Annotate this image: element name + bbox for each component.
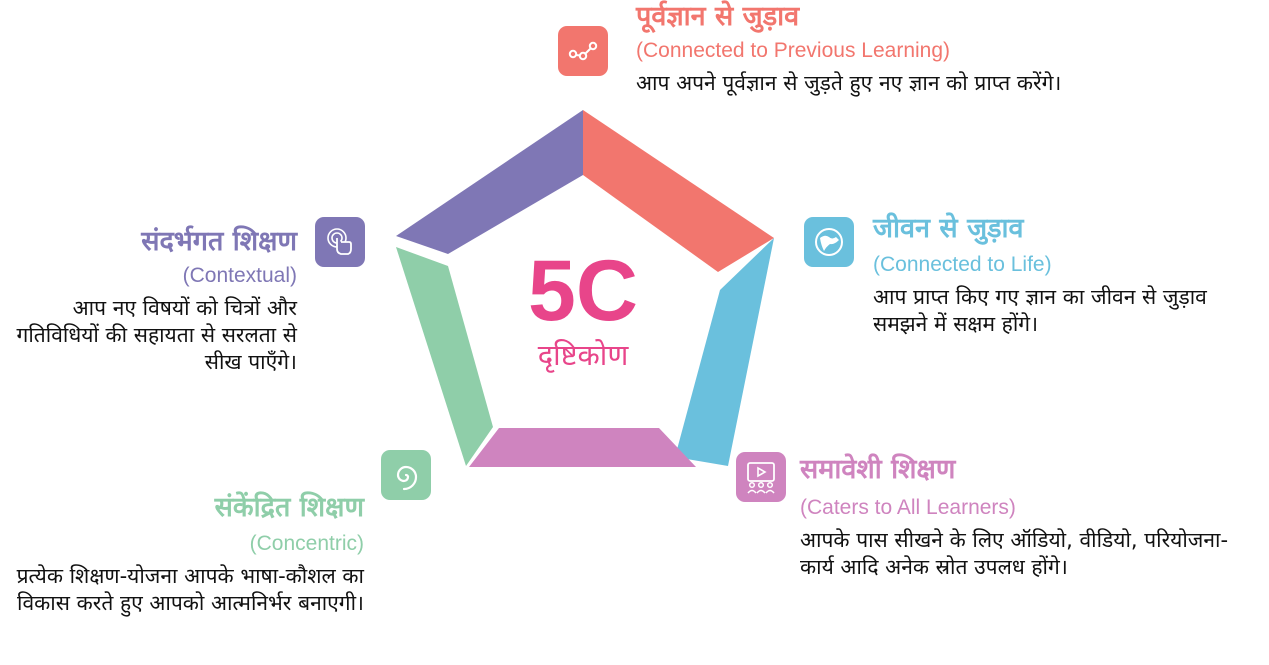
item-title: समावेशी शिक्षण xyxy=(800,454,956,485)
center-title: 5C xyxy=(528,243,638,339)
touch-gesture-icon xyxy=(315,217,365,267)
item-description: आपके पास सीखने के लिए ऑडियो, वीडियो, परि… xyxy=(800,528,1229,579)
segment-life xyxy=(675,238,774,466)
segment-previous-learning xyxy=(583,110,774,272)
segment-contextual xyxy=(396,110,583,254)
globe-icon xyxy=(804,217,854,267)
item-description: आप नए विषयों को चित्रों और गतिविधियों की… xyxy=(16,296,297,374)
item-life: जीवन से जुड़ाव (Connected to Life) आप प्… xyxy=(873,212,1253,338)
item-subtitle: (Concentric) xyxy=(249,532,364,555)
item-subtitle: (Contextual) xyxy=(182,264,297,287)
item-description: आप प्राप्त किए गए ज्ञान का जीवन से जुड़ा… xyxy=(873,285,1207,336)
item-title: जीवन से जुड़ाव xyxy=(873,213,1024,244)
item-subtitle: (Connected to Life) xyxy=(873,253,1052,276)
item-all-learners: समावेशी शिक्षण (Caters to All Learners) … xyxy=(800,453,1260,581)
spiral-icon xyxy=(381,450,431,500)
item-description: आप अपने पूर्वज्ञान से जुड़ते हुए नए ज्ञा… xyxy=(636,71,1062,95)
item-description: प्रत्येक शिक्षण-योजना आपके भाषा-कौशल का … xyxy=(16,564,364,615)
item-contextual: संदर्भगत शिक्षण (Contextual) आप नए विषयो… xyxy=(0,225,297,376)
segment-all-learners xyxy=(469,428,696,467)
item-subtitle: (Caters to All Learners) xyxy=(800,496,1016,519)
item-title: संकेंद्रित शिक्षण xyxy=(214,492,364,523)
nodes-connection-icon xyxy=(558,26,608,76)
item-previous-learning: पूर्वज्ञान से जुड़ाव (Connected to Previ… xyxy=(636,0,1176,97)
item-concentric: संकेंद्रित शिक्षण (Concentric) प्रत्येक … xyxy=(0,491,364,617)
item-subtitle: (Connected to Previous Learning) xyxy=(636,39,951,62)
item-title: पूर्वज्ञान से जुड़ाव xyxy=(636,1,800,32)
center-subtitle: दृष्टिकोण xyxy=(537,338,629,372)
video-audience-icon xyxy=(736,452,786,502)
center-label: 5C दृष्टिकोण xyxy=(503,248,663,372)
segment-concentric xyxy=(396,247,493,466)
item-title: संदर्भगत शिक्षण xyxy=(141,226,297,257)
